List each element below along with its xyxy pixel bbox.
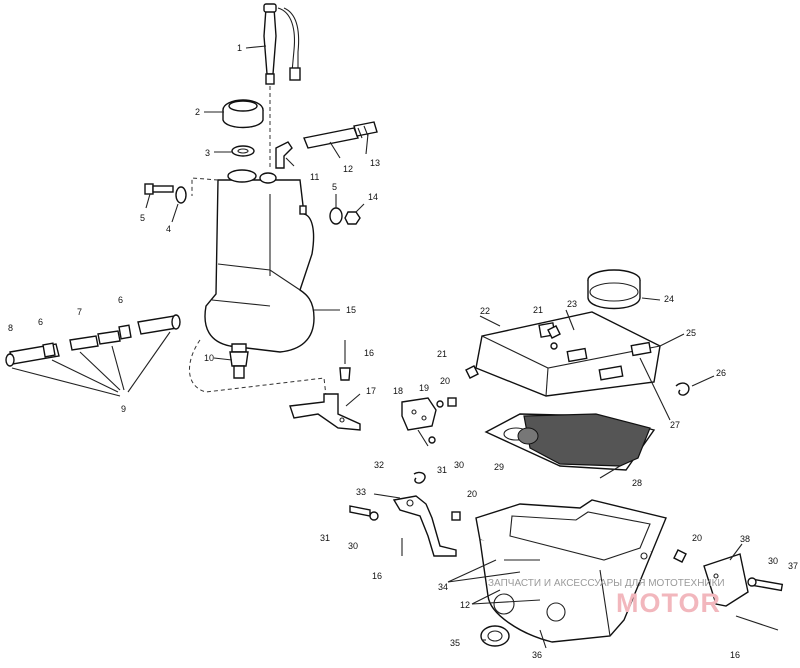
watermark-tagline: ЗАПЧАСТИ И АКСЕССУАРЫ ДЛЯ МОТОТЕХНИКИ [488, 578, 725, 589]
callout-12b: 12 [460, 600, 470, 610]
tank-bracket [289, 340, 361, 431]
callout-13: 13 [370, 158, 380, 168]
callout-28: 28 [632, 478, 642, 488]
callout-10: 10 [204, 353, 214, 363]
callout-7: 7 [77, 307, 82, 317]
callout-5-right: 5 [332, 182, 337, 192]
callout-37: 37 [788, 561, 798, 571]
callout-20: 20 [440, 376, 450, 386]
box-bracket [349, 495, 461, 557]
callout-2: 2 [195, 107, 200, 117]
filler-cap [222, 99, 264, 129]
callout-36: 36 [532, 650, 542, 660]
callout-26: 26 [716, 368, 726, 378]
callout-33: 33 [356, 487, 366, 497]
callout-34: 34 [438, 582, 448, 592]
callout-labels: 1 2 3 5 4 11 12 13 5 14 15 8 6 7 6 9 10 … [8, 43, 798, 660]
callout-16b: 16 [372, 571, 382, 581]
box-side-bracket [673, 549, 784, 631]
callout-24: 24 [664, 294, 674, 304]
callout-30c: 30 [768, 556, 778, 566]
callout-16c: 16 [730, 650, 740, 660]
callout-35: 35 [450, 638, 460, 648]
callout-29: 29 [494, 462, 504, 472]
callout-6b: 6 [118, 295, 123, 305]
callout-12: 12 [343, 164, 353, 174]
callout-3: 3 [205, 148, 210, 158]
callout-30: 30 [454, 460, 464, 470]
callout-23: 23 [567, 299, 577, 309]
callout-20b: 20 [467, 489, 477, 499]
battery-box [475, 499, 667, 643]
callout-31b: 31 [320, 533, 330, 543]
callout-14: 14 [368, 192, 378, 202]
callout-8: 8 [8, 323, 13, 333]
callout-20c: 20 [692, 533, 702, 543]
air-filter-element [517, 413, 651, 467]
elbow-fitting [275, 141, 293, 169]
callout-25: 25 [686, 328, 696, 338]
callout-32: 32 [374, 460, 384, 470]
tank-bolt-left [144, 183, 187, 204]
callout-6: 6 [38, 317, 43, 327]
lid-clips [465, 325, 561, 379]
callout-1: 1 [237, 43, 242, 53]
callout-16: 16 [364, 348, 374, 358]
callout-18: 18 [393, 386, 403, 396]
oil-tank [191, 169, 315, 353]
callout-4: 4 [166, 224, 171, 234]
callout-21: 21 [437, 349, 447, 359]
small-bracket [401, 397, 457, 447]
small-clip [413, 471, 426, 484]
drain-fitting [188, 339, 327, 397]
cap-gasket [231, 145, 255, 157]
callout-9: 9 [121, 404, 126, 414]
callout-27: 27 [670, 420, 680, 430]
callout-11: 11 [310, 172, 319, 182]
spring-clip [675, 382, 690, 396]
dipstick-assembly [263, 3, 301, 168]
drain-hose-kit [5, 314, 181, 397]
airbox-lid [475, 311, 671, 421]
callout-38: 38 [740, 534, 750, 544]
grommet [480, 625, 510, 647]
callout-15: 15 [346, 305, 356, 315]
callout-19: 19 [419, 383, 429, 393]
callout-22: 22 [480, 306, 490, 316]
vent-hose [303, 121, 378, 149]
callout-30b: 30 [348, 541, 358, 551]
leader-lines [145, 45, 743, 649]
watermark-brand: MOTOR [616, 588, 721, 618]
callout-31: 31 [437, 465, 447, 475]
callout-5: 5 [140, 213, 145, 223]
callout-17: 17 [366, 386, 376, 396]
callout-21b: 21 [533, 305, 543, 315]
watermark: ЗАПЧАСТИ И АКСЕССУАРЫ ДЛЯ МОТОТЕХНИКИ MO… [488, 578, 725, 618]
